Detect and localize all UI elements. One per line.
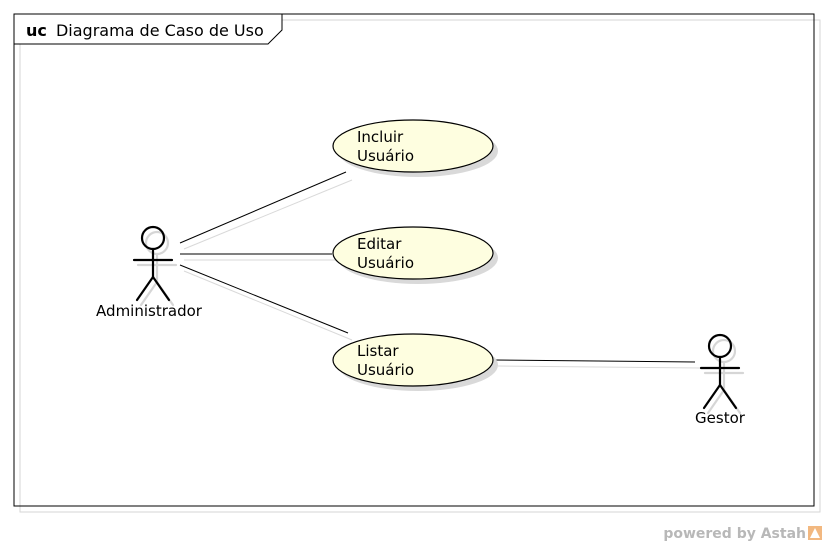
actor-label-administrador: Administrador [96, 302, 203, 320]
powered-by-label: powered by Astah [663, 526, 806, 542]
astah-logo-icon [808, 526, 822, 540]
association-administrador-incluir-usuario [179, 171, 347, 244]
association-shadows [183, 179, 701, 369]
frame-shadow [19, 19, 821, 513]
use-case-label-listar-line2: Usuário [357, 361, 414, 379]
use-case-label-editar-line2: Usuário [357, 254, 414, 272]
use-case-listar-usuario[interactable]: Listar Usuário [332, 333, 498, 391]
association-gestor-listar-usuario [494, 359, 696, 363]
actor-gestor[interactable]: Gestor [695, 333, 746, 427]
frame-title: Diagrama de Caso de Uso [56, 21, 264, 40]
diagram-frame [13, 13, 815, 507]
actor-administrador[interactable]: Administrador [96, 225, 203, 320]
stick-figure-icon [132, 225, 174, 302]
associations [179, 171, 696, 363]
use-case-editar-usuario[interactable]: Editar Usuário [332, 226, 498, 284]
stick-figure-icon [699, 333, 741, 410]
use-case-label-listar-line1: Listar [357, 342, 399, 360]
use-case-label-incluir-line1: Incluir [357, 128, 404, 146]
actor-label-gestor: Gestor [695, 409, 746, 427]
association-administrador-listar-usuario [179, 264, 349, 334]
frame-tab: uc Diagrama de Caso de Uso [13, 13, 283, 45]
use-case-label-incluir-line2: Usuário [357, 147, 414, 165]
use-case-label-editar-line1: Editar [357, 235, 402, 253]
frame-keyword: uc [26, 21, 47, 40]
astah-watermark: powered by Astah [663, 526, 822, 542]
svg-text:uc Diagrama de Caso de U: uc Diagrama de Caso de Uso [26, 21, 264, 40]
use-case-incluir-usuario[interactable]: Incluir Usuário [332, 119, 498, 177]
